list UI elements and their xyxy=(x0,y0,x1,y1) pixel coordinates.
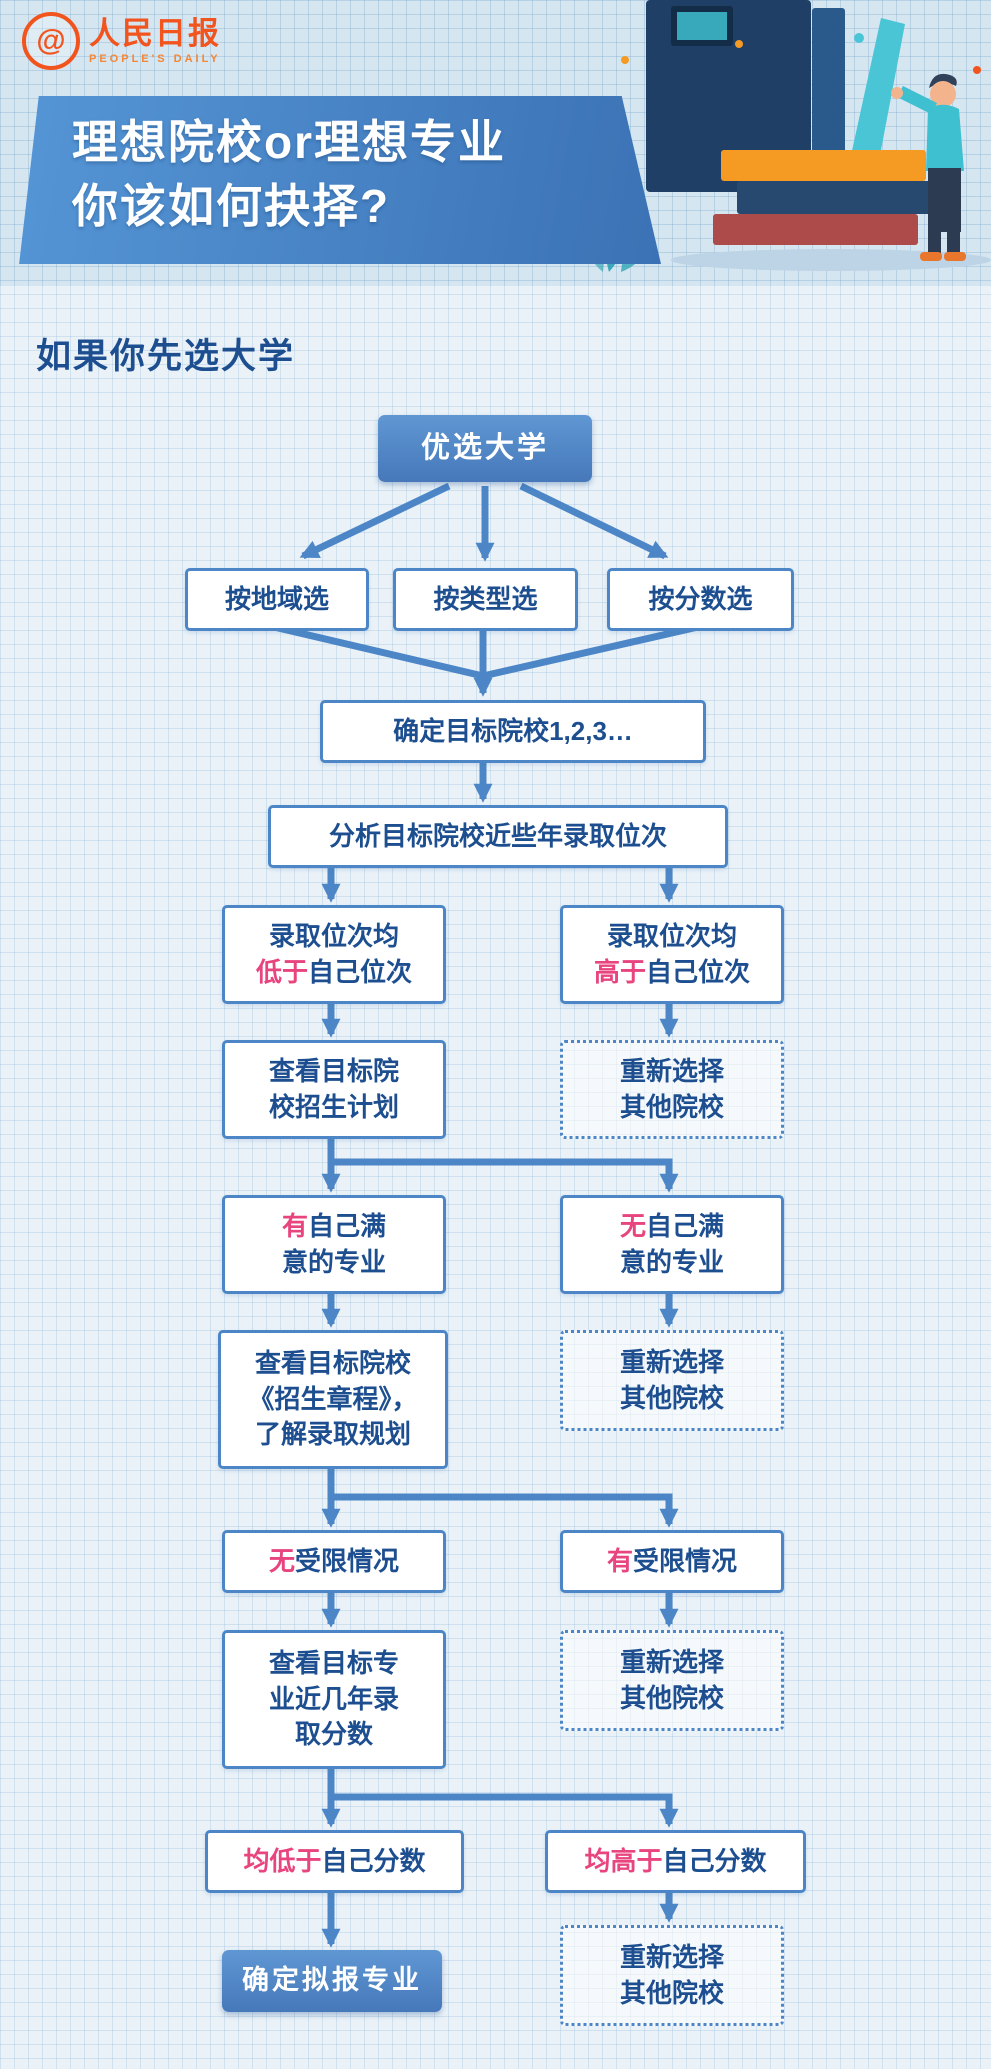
flow-node-rank-lower: 录取位次均 低于自己位次 xyxy=(222,905,446,1004)
logo-subtitle: PEOPLE'S DAILY xyxy=(89,53,221,65)
flow-node-reselect-3: 重新选择 其他院校 xyxy=(560,1630,784,1731)
title-banner: 理想院校or理想专业 你该如何抉择? xyxy=(19,96,661,264)
flow-node-analyze-rank: 分析目标院校近些年录取位次 xyxy=(268,805,728,868)
illustration-ground-shadow xyxy=(671,249,991,271)
flow-node-check-plan: 查看目标院 校招生计划 xyxy=(222,1040,446,1139)
stacked-books xyxy=(713,150,947,245)
logo-brand-name: 人民日报 xyxy=(89,16,221,51)
flow-node-by-region: 按地域选 xyxy=(185,568,369,631)
flow-node-has-major: 有自己满 意的专业 xyxy=(222,1195,446,1294)
flow-node-all-higher: 均高于自己分数 xyxy=(545,1830,806,1893)
flow-node-confirm-targets: 确定目标院校1,2,3… xyxy=(320,700,706,763)
decor-dots xyxy=(621,33,981,74)
flow-node-check-charter: 查看目标院校 《招生章程》， 了解录取规划 xyxy=(218,1330,448,1469)
laptop-icon xyxy=(671,6,743,48)
flow-node-check-scores: 查看目标专 业近几年录 取分数 xyxy=(222,1630,446,1769)
section-heading: 如果你先选大学 xyxy=(36,337,296,376)
bookshelf-books xyxy=(646,0,905,192)
flow-node-rank-higher: 录取位次均 高于自己位次 xyxy=(560,905,784,1004)
peoples-daily-logo: @ 人民日报 PEOPLE'S DAILY xyxy=(22,12,221,70)
flow-node-final: 确定拟报专业 xyxy=(222,1950,442,2012)
header: @ 人民日报 PEOPLE'S DAILY 理想院校or理想专业 你该如何抉择? xyxy=(0,0,991,286)
header-illustration xyxy=(591,0,991,272)
page-title-line1: 理想院校or理想专业 xyxy=(72,116,506,168)
flow-node-no-restrict: 无受限情况 xyxy=(222,1530,446,1593)
illustration-person xyxy=(891,73,966,261)
flow-node-by-score: 按分数选 xyxy=(607,568,794,631)
page-title-line2: 你该如何抉择? xyxy=(72,180,391,232)
flow-node-has-restrict: 有受限情况 xyxy=(560,1530,784,1593)
flow-node-no-major: 无自己满 意的专业 xyxy=(560,1195,784,1294)
peoples-daily-logo-icon: @ xyxy=(22,12,80,70)
flow-node-reselect-4: 重新选择 其他院校 xyxy=(560,1925,784,2026)
flow-node-reselect-1: 重新选择 其他院校 xyxy=(560,1040,784,1139)
flow-node-by-type: 按类型选 xyxy=(393,568,578,631)
flow-node-all-lower: 均低于自己分数 xyxy=(205,1830,464,1893)
logo-text-block: 人民日报 PEOPLE'S DAILY xyxy=(89,16,221,66)
flow-node-reselect-2: 重新选择 其他院校 xyxy=(560,1330,784,1431)
flow-node-start: 优选大学 xyxy=(378,415,592,482)
